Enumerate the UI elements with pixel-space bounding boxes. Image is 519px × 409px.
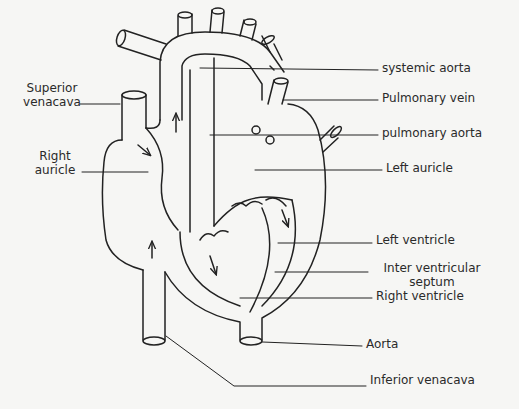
- vessel-opening: [178, 12, 192, 18]
- vein-opening: [266, 136, 274, 144]
- ventricle-wall: [262, 200, 295, 306]
- part-label: Pulmonary vein: [382, 92, 512, 106]
- part-label: Left auricle: [386, 162, 511, 176]
- leader-line: [275, 272, 368, 273]
- part-label: Inter ventricular septum: [368, 262, 496, 290]
- septum: [250, 208, 270, 312]
- leader-line: [278, 243, 372, 244]
- vessel-opening: [244, 19, 256, 25]
- artery-branch: [240, 20, 256, 40]
- vessel-opening: [143, 337, 165, 345]
- part-label: Aorta: [366, 338, 466, 352]
- part-label: Superior venacava: [14, 82, 90, 110]
- vessel-opening: [274, 78, 288, 84]
- leader-line: [80, 104, 120, 105]
- leader-line: [166, 336, 366, 386]
- vessel-opening: [240, 337, 262, 345]
- leader-line: [283, 100, 378, 101]
- auricle-wall: [102, 140, 143, 270]
- vein-wall: [122, 95, 146, 140]
- flow-arrow: [282, 210, 288, 226]
- auricle-wall: [146, 120, 160, 128]
- vessel-opening: [212, 8, 224, 14]
- ventricle-wall: [180, 232, 240, 306]
- valve-cusp: [200, 198, 286, 240]
- flow-arrow: [151, 242, 153, 258]
- vessel-opening: [115, 29, 128, 47]
- vessel-opening: [122, 91, 146, 99]
- part-label: Right ventricle: [376, 290, 511, 304]
- aorta-wall: [160, 32, 284, 120]
- flow-arrow: [175, 114, 177, 132]
- leader-lines: [80, 68, 382, 386]
- heart-wall: [165, 272, 240, 340]
- leader-line: [240, 298, 372, 299]
- aorta-wall: [182, 54, 262, 120]
- vein-opening: [252, 126, 260, 134]
- vein-wall: [143, 270, 165, 340]
- leader-line: [262, 342, 362, 346]
- part-label: pulmonary aorta: [382, 127, 512, 141]
- leader-line: [82, 172, 148, 173]
- vessel-opening: [329, 125, 343, 139]
- vein-wall: [320, 126, 338, 152]
- part-label: Left ventricle: [376, 234, 511, 248]
- flow-arrow: [210, 256, 216, 274]
- auricle-wall: [146, 128, 178, 230]
- part-label: Inferior venacava: [370, 374, 515, 388]
- heart-wall: [262, 104, 326, 340]
- flow-arrow: [138, 145, 150, 155]
- leader-line: [255, 170, 382, 171]
- leader-line: [200, 68, 378, 70]
- artery-wall: [190, 58, 214, 232]
- part-label: systemic aorta: [382, 62, 512, 76]
- vessel-opening: [260, 34, 275, 46]
- leader-line: [210, 135, 378, 136]
- part-label: Right auricle: [24, 150, 86, 178]
